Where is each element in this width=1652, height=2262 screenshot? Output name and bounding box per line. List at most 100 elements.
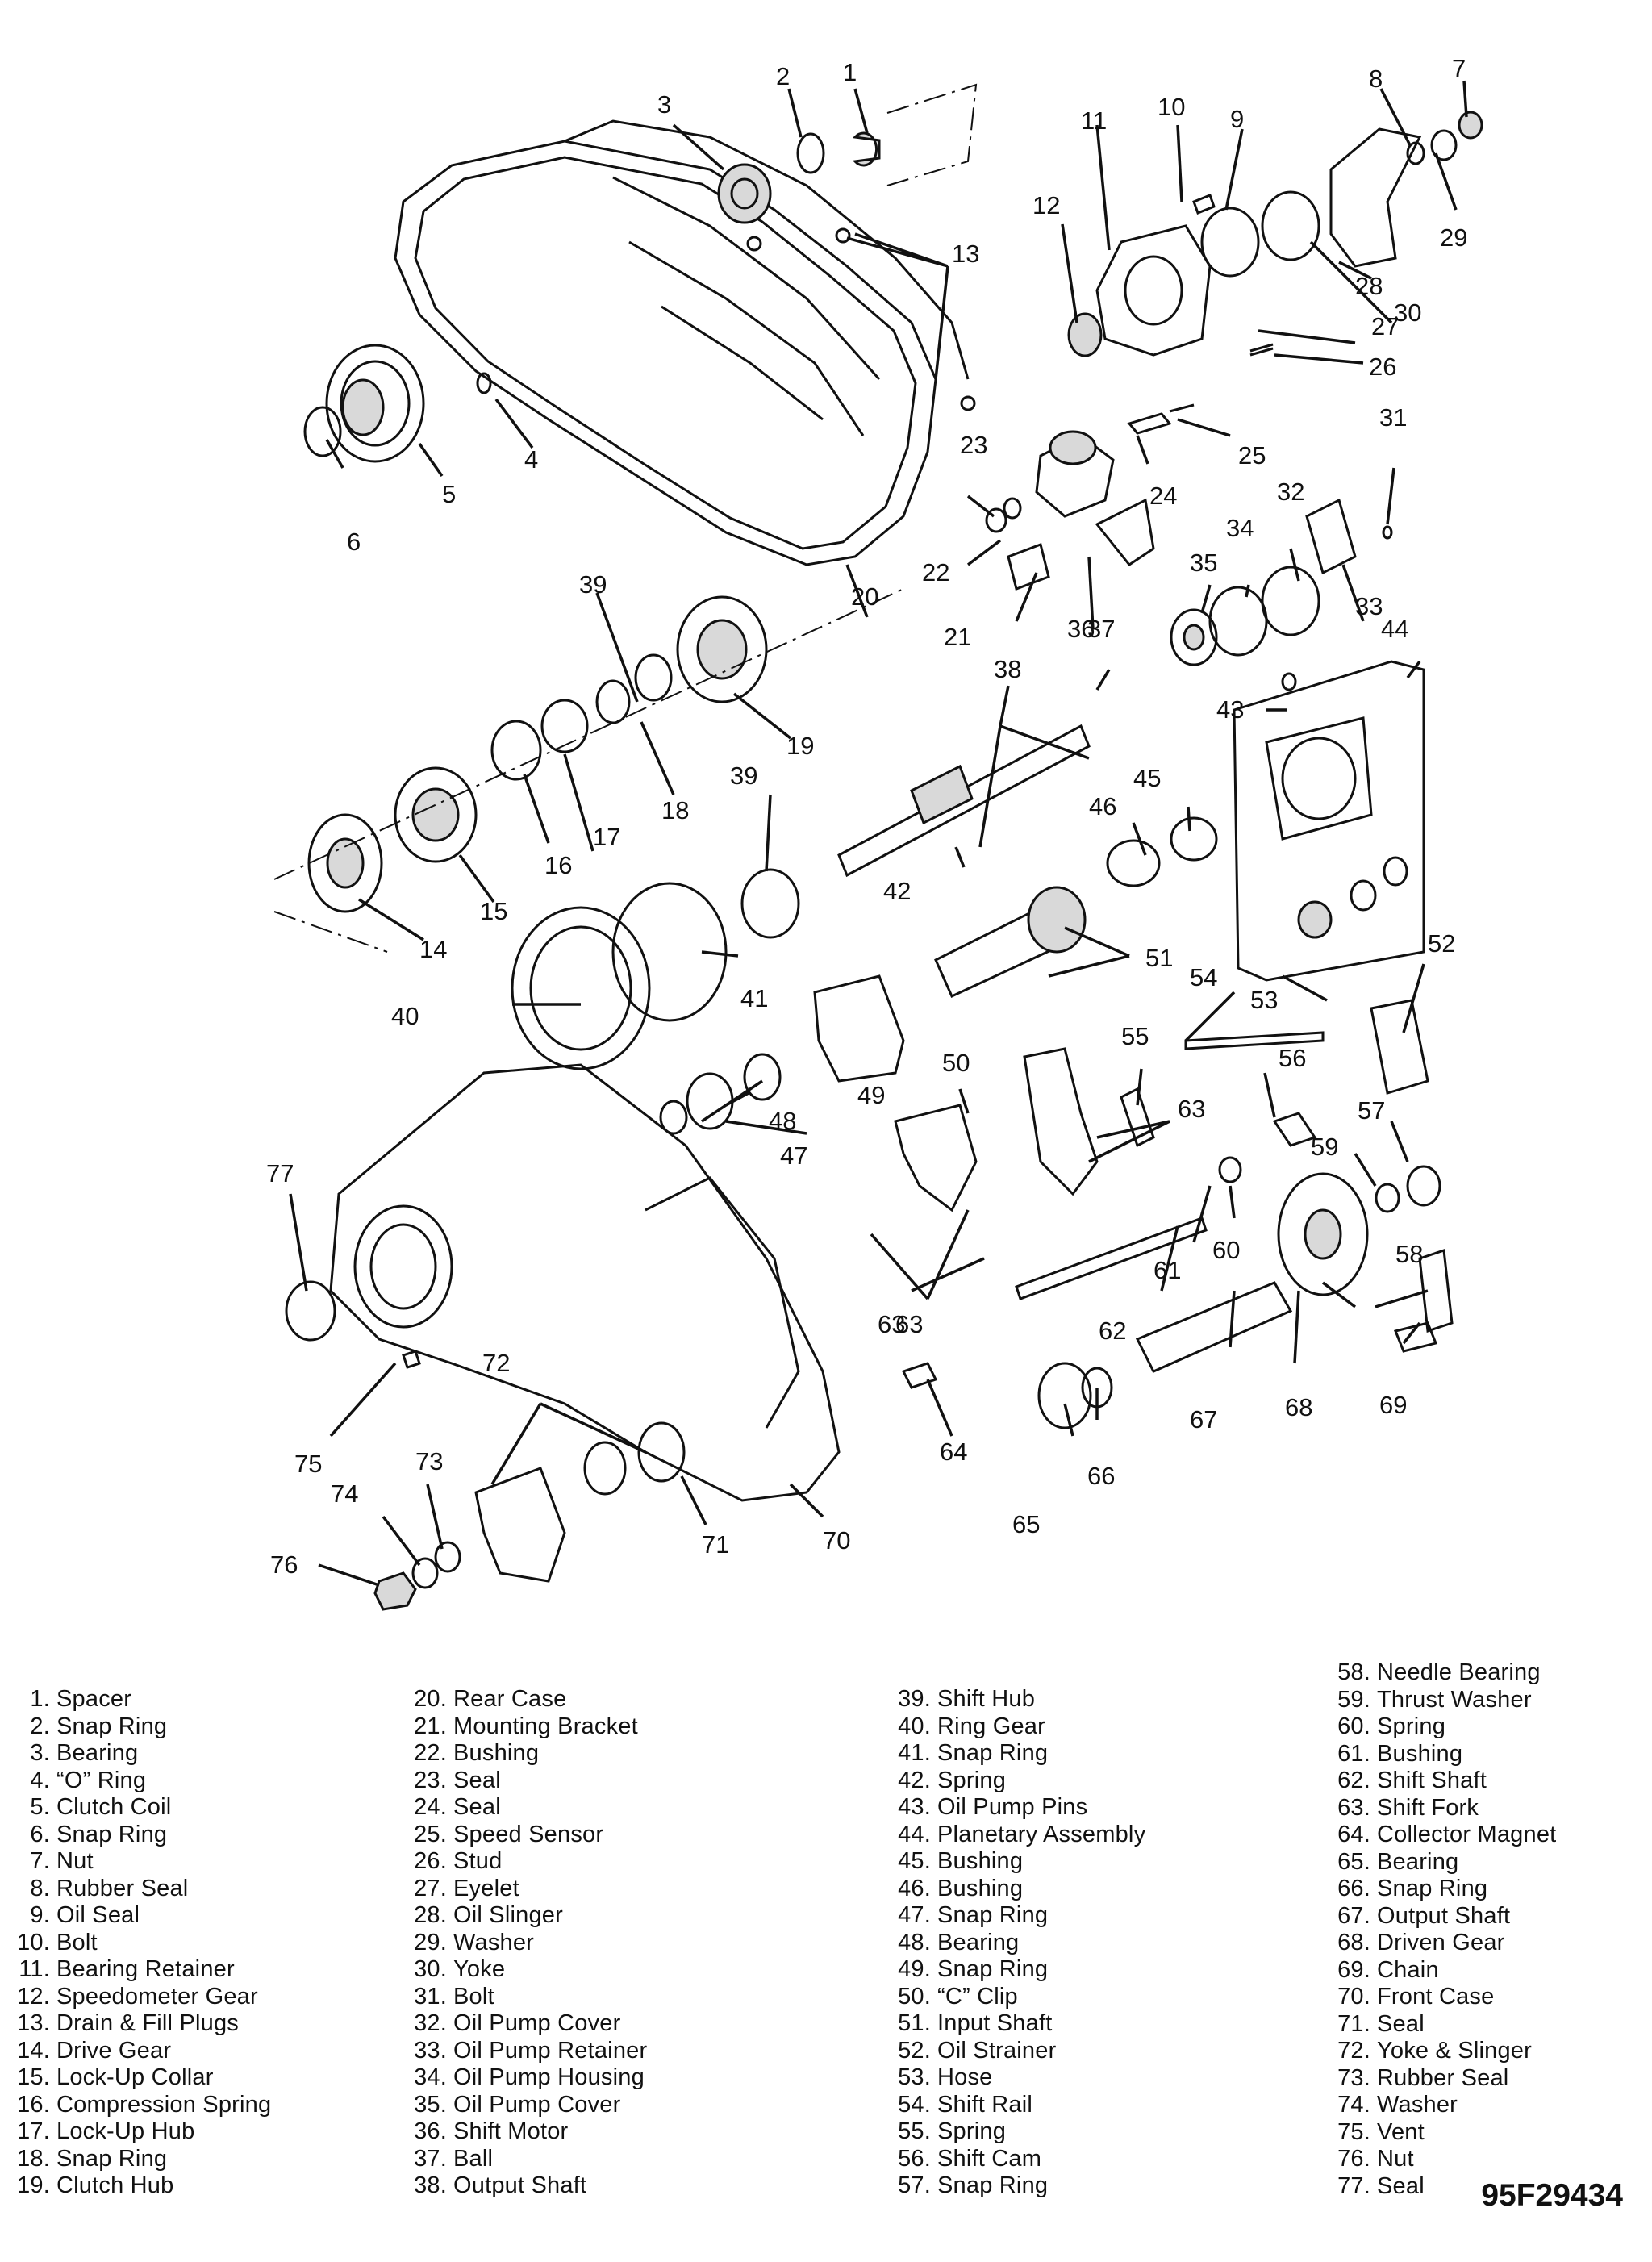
legend-number: 11.	[19, 1956, 50, 1982]
callout-53: 53	[1250, 986, 1278, 1014]
legend-number: 2.	[30, 1713, 50, 1739]
legend-number: 62.	[1337, 1767, 1370, 1793]
legend-label: Oil Pump Cover	[453, 2010, 621, 2036]
legend-item: 21.Mounting Bracket	[403, 1713, 647, 1741]
callout-49: 49	[857, 1081, 885, 1109]
legend-item: 39.Shift Hub	[887, 1686, 1145, 1713]
legend-label: Ring Gear	[937, 1713, 1045, 1739]
legend-label: Yoke	[453, 1956, 506, 1982]
legend-item: 66.Snap Ring	[1327, 1876, 1556, 1903]
legend-label: Rubber Seal	[1377, 2064, 1509, 2091]
legend-item: 23.Seal	[403, 1767, 647, 1795]
legend-label: Oil Slinger	[453, 1902, 563, 1928]
legend-number: 49.	[898, 1956, 931, 1982]
legend-number: 21.	[414, 1713, 447, 1739]
callout-70: 70	[823, 1526, 850, 1555]
legend-number: 51.	[898, 2010, 931, 2036]
callout-63b: 63	[878, 1310, 905, 1338]
callout-18: 18	[661, 796, 689, 824]
callout-39b: 39	[730, 762, 757, 790]
callout-45: 45	[1133, 764, 1161, 792]
legend-number: 30.	[414, 1956, 447, 1982]
callout-46: 46	[1089, 792, 1116, 820]
callout-51: 51	[1145, 944, 1173, 972]
legend-label: Washer	[453, 1929, 535, 1955]
legend-number: 68.	[1337, 1930, 1370, 1955]
legend-item: 32.Oil Pump Cover	[403, 2010, 647, 2038]
callout-25: 25	[1238, 441, 1266, 470]
callout-48: 48	[769, 1107, 796, 1135]
callout-12: 12	[1032, 191, 1060, 219]
callout-69: 69	[1379, 1391, 1407, 1419]
top-bearing-parts-drawing	[717, 83, 978, 224]
legend-item: 17.Lock-Up Hub	[6, 2118, 271, 2146]
legend-number: 39.	[898, 1686, 931, 1712]
legend-item: 69.Chain	[1327, 1957, 1556, 1984]
legend-item: 42.Spring	[887, 1767, 1145, 1795]
legend-number: 53.	[898, 2064, 931, 2090]
legend-item: 54.Shift Rail	[887, 2092, 1145, 2119]
legend-number: 54.	[898, 2091, 931, 2118]
legend-item: 22.Bushing	[403, 1740, 647, 1767]
legend-item: 36.Shift Motor	[403, 2118, 647, 2146]
legend-number: 46.	[898, 1875, 931, 1901]
legend-label: Clutch Hub	[56, 2172, 174, 2198]
callout-61: 61	[1153, 1256, 1181, 1284]
callout-65: 65	[1012, 1510, 1040, 1538]
legend-item: 43.Oil Pump Pins	[887, 1794, 1145, 1822]
legend-item: 16.Compression Spring	[6, 2092, 271, 2119]
legend-label: Seal	[453, 1794, 501, 1820]
legend-item: 68.Driven Gear	[1327, 1930, 1556, 1957]
legend-label: Spacer	[56, 1686, 132, 1712]
callout-60: 60	[1212, 1236, 1240, 1264]
legend-label: Input Shaft	[937, 2010, 1053, 2036]
legend-number: 18.	[17, 2145, 50, 2172]
legend-number: 72.	[1337, 2038, 1370, 2064]
oil-pump-drawing	[1170, 498, 1393, 691]
legend-label: Bearing	[56, 1740, 139, 1766]
callout-31: 31	[1379, 403, 1407, 432]
legend-number: 47.	[898, 1902, 931, 1928]
legend-item: 33.Oil Pump Retainer	[403, 2038, 647, 2065]
legend-item: 34.Oil Pump Housing	[403, 2064, 647, 2092]
legend-label: Collector Magnet	[1377, 1822, 1557, 1847]
callout-1: 1	[843, 58, 857, 86]
callout-62: 62	[1099, 1317, 1126, 1345]
callout-68: 68	[1285, 1393, 1312, 1421]
legend-item: 73. Rubber Seal	[1327, 2065, 1556, 2093]
legend-number: 37.	[414, 2145, 447, 2172]
legend-label: Rear Case	[453, 1686, 567, 1712]
legend-number: 14.	[17, 2037, 50, 2064]
legend-number: 73.	[1337, 2064, 1370, 2091]
callout-64: 64	[940, 1438, 967, 1466]
callout-numbers: 1 2 3 4 5 6 7 8 9 10 11 12 13 14 15 16 1…	[266, 54, 1467, 1579]
legend-label: Bearing Retainer	[56, 1956, 235, 1982]
legend-label: Rubber Seal	[56, 1875, 189, 1901]
legend-label: Oil Pump Housing	[453, 2064, 645, 2090]
legend-label: Drain & Fill Plugs	[56, 2010, 239, 2036]
legend-number: 45.	[898, 1848, 931, 1874]
legend-label: Oil Pump Cover	[453, 2091, 621, 2118]
callout-42: 42	[883, 877, 911, 905]
legend-item: 19.Clutch Hub	[6, 2172, 271, 2200]
legend-item: 10.Bolt	[6, 1930, 271, 1957]
legend-item: 71.Seal	[1327, 2011, 1556, 2039]
callout-55: 55	[1121, 1022, 1149, 1050]
legend-label: Spring	[937, 2118, 1007, 2144]
legend-number: 56.	[898, 2145, 931, 2172]
legend-label: Output Shaft	[1377, 1902, 1511, 1929]
callout-3: 3	[657, 90, 671, 119]
callout-26: 26	[1369, 353, 1396, 381]
legend-item: 77.Seal	[1327, 2173, 1556, 2201]
legend-item: 70.Front Case	[1327, 1984, 1556, 2011]
callout-44: 44	[1381, 615, 1408, 643]
legend-label: Snap Ring	[937, 2172, 1049, 2198]
legend-number: 67.	[1337, 1902, 1370, 1929]
legend-label: Spring	[1377, 1713, 1446, 1739]
legend-label: Shift Hub	[937, 1686, 1036, 1712]
legend-label: Seal	[453, 1767, 501, 1793]
legend-item: 51.Input Shaft	[887, 2010, 1145, 2038]
clutch-hub-stack-drawing	[273, 588, 904, 953]
figure-code: 95F29434	[1481, 2178, 1623, 2213]
legend-label: Bushing	[1377, 1740, 1463, 1767]
